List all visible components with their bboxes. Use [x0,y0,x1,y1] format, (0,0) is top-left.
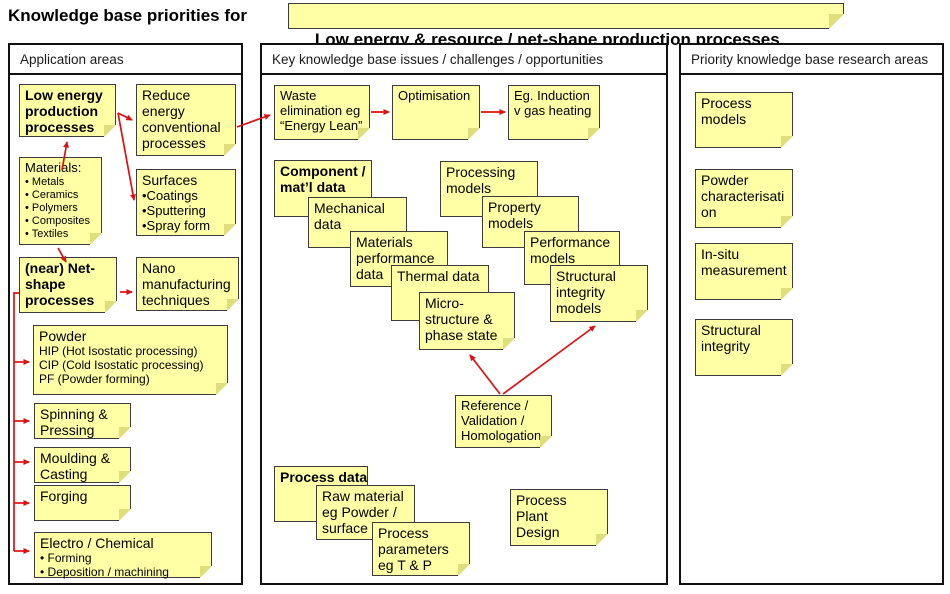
note-body: Reduce energy conventional processes [142,87,221,151]
note-spinning-pressing: Spinning & Pressing [34,403,131,439]
note-body: Thermal data [397,268,480,284]
note-body: Property models [488,199,541,231]
note-induction-vs-gas-heating: Eg. Induction v gas heating [508,85,600,140]
note-body: In-situ measurement [701,246,787,278]
fold-corner [119,509,131,521]
note-near-net-shape-processes: (near) Net- shape processes [19,257,117,313]
note-body: Process parameters eg T & P [378,525,449,573]
note-structural-integrity-models: Structural integrity models [550,265,648,322]
fold-corner [119,427,131,439]
note-low-energy-production-processes: Low energy production processes [19,84,116,137]
fold-corner [104,125,116,137]
note-materials: Materials:• Metals • Ceramics • Polymers… [19,157,102,245]
panel-header-key-issues: Key knowledge base issues / challenges /… [262,45,666,75]
note-title: Powder [39,328,87,344]
fold-corner [781,364,793,376]
fold-corner [227,299,239,311]
fold-corner [216,383,228,395]
note-forging: Forging [34,485,131,521]
title-highlight-note: Low energy & resource / net-shape produc… [288,3,844,49]
note-body: Raw material eg Powder / surface [322,488,404,536]
note-micro-structure-phase-state: Micro- structure & phase state [419,292,515,350]
fold-corner [468,128,480,140]
fold-corner [829,14,844,29]
fold-corner [200,566,212,578]
note-body: Powder characterisati on [701,172,785,220]
panel-header-application-areas: Application areas [10,45,241,75]
note-body: Optimisation [398,88,471,103]
note-reference-validation-homologation: Reference / Validation / Homologation [455,395,552,448]
note-optimisation: Optimisation [392,85,480,140]
note-body: Mechanical data [314,200,385,232]
note-body: Nano manufacturing techniques [142,260,231,308]
note-body: •Coatings •Sputtering •Spray form [142,188,211,233]
note-body: Waste elimination eg “Energy Lean” [280,88,363,133]
note-title: Component / mat’l data [280,163,366,195]
note-body: Materials performance data [356,234,435,282]
fold-corner [224,224,236,236]
note-body: Moulding & Casting [40,450,111,482]
fold-corner [636,310,648,322]
note-in-situ-measurement: In-situ measurement [695,243,793,300]
note-powder-characterisation: Powder characterisati on [695,169,793,228]
note-title: Low energy production processes [25,87,103,135]
note-title: (near) Net- shape processes [25,260,96,308]
note-reduce-energy-conventional-processes: Reduce energy conventional processes [136,84,236,156]
note-body: • Metals • Ceramics • Polymers • Composi… [25,176,90,240]
note-body: Forging [40,488,88,504]
note-title: Process data [280,469,368,485]
note-process-plant-design: Process Plant Design [510,489,608,546]
fold-corner [781,288,793,300]
note-nano-manufacturing-techniques: Nano manufacturing techniques [136,257,239,311]
note-structural-integrity: Structural integrity [695,319,793,376]
fold-corner [224,144,236,156]
note-body: • Forming • Deposition / machining [40,551,169,579]
note-body: Structural integrity models [556,268,616,316]
note-body: Processing models [446,164,516,196]
note-title: Materials: [25,160,82,175]
note-process-parameters: Process parameters eg T & P [372,522,470,576]
note-body: Micro- structure & phase state [425,295,498,343]
fold-corner [458,564,470,576]
fold-corner [540,436,552,448]
fold-corner [105,301,117,313]
fold-corner [119,471,131,483]
note-surfaces: Surfaces•Coatings •Sputtering •Spray for… [136,169,236,236]
fold-corner [781,136,793,148]
note-waste-elimination: Waste elimination eg “Energy Lean” [274,85,370,140]
note-moulding-casting: Moulding & Casting [34,447,131,483]
note-process-models: Process models [695,92,793,148]
panel-header-priority-areas: Priority knowledge base research areas [681,45,942,75]
fold-corner [503,338,515,350]
fold-corner [90,233,102,245]
fold-corner [596,534,608,546]
note-body: Spinning & Pressing [40,406,108,438]
note-body: Process models [701,95,752,127]
note-body: Structural integrity [701,322,761,354]
note-electro-chemical: Electro / Chemical• Forming • Deposition… [34,532,212,579]
note-body: Reference / Validation / Homologation [461,398,542,443]
fold-corner [781,216,793,228]
page-title: Knowledge base priorities for [8,6,247,25]
note-title: Surfaces [142,172,198,188]
note-body: Performance models [530,234,611,266]
fold-corner [588,128,600,140]
fold-corner [358,128,370,140]
note-title: Electro / Chemical [40,535,154,551]
note-body: Eg. Induction v gas heating [514,88,592,118]
note-body: HIP (Hot Isostatic processing) CIP (Cold… [39,344,204,386]
note-body: Process Plant Design [516,492,567,540]
